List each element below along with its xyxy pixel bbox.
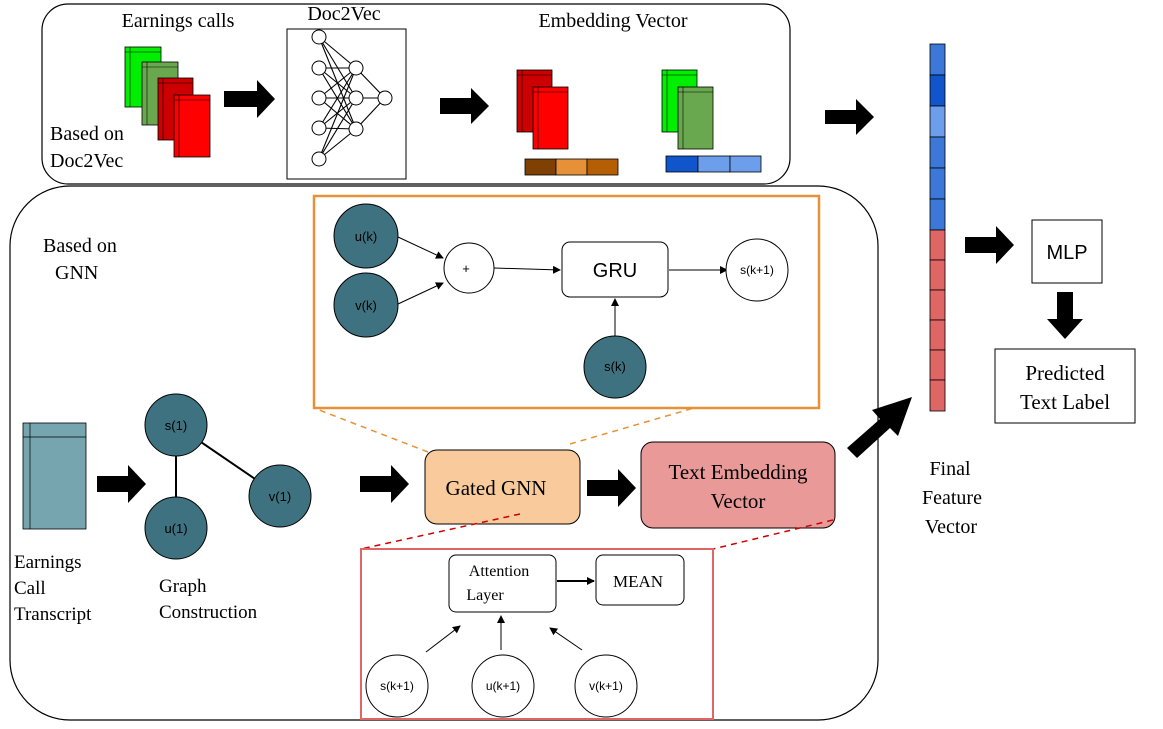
embedding-vector-title: Embedding Vector bbox=[538, 10, 687, 32]
node-s-k-plus-1-output: s(k+1) bbox=[725, 238, 789, 302]
transcript-document-icon bbox=[22, 422, 87, 530]
svg-text:u(k+1): u(k+1) bbox=[486, 679, 520, 693]
embedding-green-documents-icon bbox=[661, 69, 714, 150]
node-u-k-plus-1-attention: u(k+1) bbox=[471, 654, 535, 718]
svg-text:MLP: MLP bbox=[1046, 242, 1087, 264]
svg-text:Predicted: Predicted bbox=[1025, 361, 1105, 385]
arrow-doc2vec-to-embedding-icon bbox=[440, 88, 489, 124]
node-s-1: s(1) bbox=[144, 393, 208, 457]
node-u-1: u(1) bbox=[144, 496, 208, 560]
final-feature-vector bbox=[929, 43, 946, 412]
graph-construction-line1: Graph bbox=[159, 576, 207, 597]
svg-text:+: + bbox=[462, 261, 470, 276]
svg-text:Vector: Vector bbox=[711, 489, 766, 513]
svg-text:s(1): s(1) bbox=[165, 418, 187, 433]
node-v-k: v(k) bbox=[333, 272, 399, 338]
gru-box: GRU bbox=[561, 241, 669, 298]
svg-text:MEAN: MEAN bbox=[613, 572, 663, 591]
arrow-text-embedding-to-final-icon bbox=[847, 397, 912, 458]
svg-text:Text Embedding: Text Embedding bbox=[668, 460, 808, 484]
final-feature-line2: Feature bbox=[922, 487, 982, 509]
zoom-line-red-left bbox=[360, 513, 521, 550]
embedding-red-documents-icon bbox=[516, 69, 569, 150]
mean-box: MEAN bbox=[595, 554, 685, 606]
predicted-text-label-box: Predicted Text Label bbox=[994, 348, 1136, 424]
node-s-k-plus-1-attention: s(k+1) bbox=[365, 654, 429, 718]
svg-text:u(1): u(1) bbox=[164, 521, 187, 536]
based-on-gnn-line2: GNN bbox=[55, 262, 98, 284]
arrow-embedding-to-final-icon bbox=[825, 99, 874, 135]
svg-text:s(k+1): s(k+1) bbox=[380, 679, 414, 693]
svg-text:GRU: GRU bbox=[593, 260, 637, 282]
svg-text:v(k+1): v(k+1) bbox=[589, 679, 623, 693]
node-v-k-plus-1-attention: v(k+1) bbox=[574, 654, 638, 718]
arrow-final-to-mlp-icon bbox=[965, 226, 1014, 264]
earnings-calls-title: Earnings calls bbox=[122, 10, 235, 32]
final-feature-line3: Vector bbox=[925, 516, 978, 538]
doc2vec-panel bbox=[41, 3, 791, 185]
arrow-transcript-to-graph-icon bbox=[97, 465, 146, 503]
svg-text:s(k): s(k) bbox=[604, 359, 626, 374]
node-v-1: v(1) bbox=[248, 464, 312, 528]
graph-construction-line2: Construction bbox=[159, 602, 258, 623]
svg-text:Layer: Layer bbox=[466, 587, 504, 604]
gru-detail-edges bbox=[397, 236, 728, 338]
transcript-label-line2: Call bbox=[14, 578, 46, 599]
zoom-line-orange-left bbox=[313, 407, 429, 453]
arrow-mlp-to-predicted-icon bbox=[1047, 292, 1083, 339]
transcript-label-line3: Transcript bbox=[14, 604, 92, 625]
transcript-label-line1: Earnings bbox=[14, 552, 82, 573]
svg-text:u(k): u(k) bbox=[355, 229, 377, 244]
arrow-graph-to-gated-gnn-icon bbox=[360, 465, 409, 503]
svg-text:Attention: Attention bbox=[469, 563, 529, 580]
arrow-gated-gnn-to-text-embedding-icon bbox=[587, 469, 636, 507]
based-on-doc2vec-line2: Doc2Vec bbox=[50, 150, 123, 172]
zoom-line-red-right bbox=[712, 519, 834, 550]
doc2vec-network-icon bbox=[286, 28, 407, 180]
arrow-docs-to-doc2vec-icon bbox=[224, 80, 275, 118]
mlp-box: MLP bbox=[1031, 219, 1103, 284]
attention-detail-edges bbox=[425, 615, 583, 653]
svg-text:v(k): v(k) bbox=[355, 298, 377, 313]
final-feature-line1: Final bbox=[929, 458, 971, 480]
embedding-vector-blue-icon bbox=[665, 155, 762, 173]
embedding-vector-brown-icon bbox=[524, 158, 619, 176]
svg-text:Gated GNN: Gated GNN bbox=[446, 476, 547, 500]
gated-gnn-box: Gated GNN bbox=[424, 449, 581, 525]
earnings-call-documents-icon bbox=[124, 46, 211, 158]
doc2vec-title: Doc2Vec bbox=[307, 3, 380, 25]
based-on-gnn-line1: Based on bbox=[43, 235, 117, 257]
svg-text:s(k+1): s(k+1) bbox=[740, 263, 774, 277]
based-on-doc2vec-line1: Based on bbox=[50, 123, 124, 145]
svg-text:Text Label: Text Label bbox=[1020, 390, 1110, 414]
node-u-k: u(k) bbox=[333, 203, 399, 269]
node-s-k: s(k) bbox=[583, 335, 647, 399]
sum-node: + bbox=[443, 242, 495, 294]
svg-text:v(1): v(1) bbox=[269, 489, 291, 504]
attention-layer-box: Attention Layer bbox=[448, 554, 557, 613]
text-embedding-vector-box: Text Embedding Vector bbox=[640, 441, 836, 529]
